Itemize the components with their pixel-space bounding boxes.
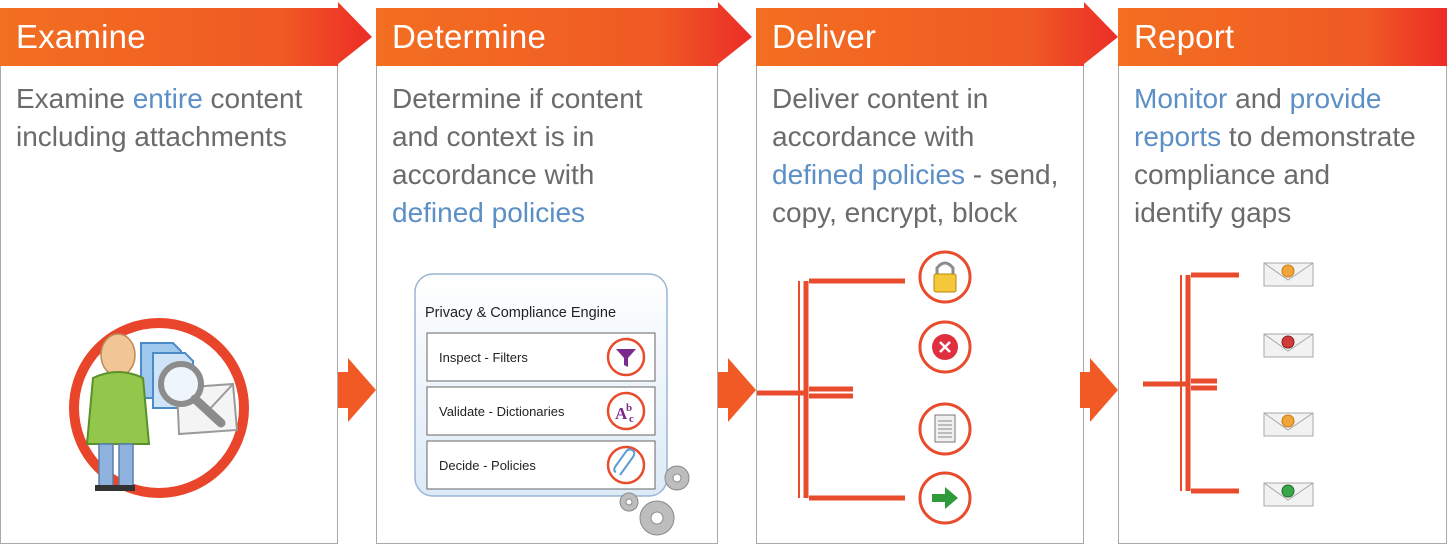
funnel-icon [606, 337, 646, 377]
flow-arrow-icon [1080, 358, 1118, 422]
description-text: Examine [16, 83, 133, 114]
description-text: - send, copy, encrypt, block [772, 159, 1059, 228]
header-report: Report [1134, 18, 1235, 55]
svg-text:c: c [629, 413, 634, 425]
header-determine: Determine [392, 18, 547, 55]
description-text: Determine if content and context is in a… [392, 83, 643, 190]
deliver-tree [757, 250, 972, 525]
gear-icon [619, 465, 690, 536]
description-text: Deliver content in accordance with [772, 83, 989, 152]
block-x-icon [918, 320, 972, 374]
person-icon [85, 333, 151, 491]
description-examine: Examine entire content including attachm… [16, 80, 306, 156]
header-examine: Examine [16, 18, 146, 55]
description-deliver: Deliver content in accordance with defin… [772, 80, 1062, 232]
envelope-ok-icon [1263, 482, 1314, 507]
magnifier-icon [158, 361, 226, 428]
report-tree [1143, 262, 1314, 507]
focus-ring [69, 318, 249, 498]
engine-title: Privacy & Compliance Engine [425, 305, 616, 321]
engine-diagram: Privacy & Compliance Engine Inspect - Fi… [414, 273, 690, 536]
header-bar [0, 2, 1447, 66]
envelope-warning-icon [1263, 262, 1314, 287]
svg-text:b: b [626, 402, 632, 414]
send-arrow-icon [918, 471, 972, 525]
description-report: Monitor and provide reports to demonstra… [1134, 80, 1424, 232]
document-copy-icon [918, 402, 972, 456]
highlight-text: entire [132, 83, 203, 114]
description-text: content including attachments [16, 83, 303, 152]
engine-row-label: Validate - Dictionaries [439, 404, 565, 419]
highlight-text: provide reports [1134, 83, 1382, 152]
paperclip-icon [606, 445, 646, 485]
header-deliver: Deliver [772, 18, 877, 55]
panel-examine: Examine entire content including attachm… [0, 66, 338, 544]
flow-arrow-icon [338, 358, 376, 422]
envelope-warning-icon [1263, 412, 1314, 437]
panel-determine: Determine if content and context is in a… [376, 66, 718, 544]
description-text: to demonstrate compliance and identify g… [1134, 121, 1416, 228]
flow-arrow-icon [718, 358, 756, 422]
highlight-text: defined policies [772, 159, 966, 190]
examine-illustration [69, 318, 249, 498]
svg-text:A: A [615, 404, 628, 423]
padlock-icon [918, 250, 972, 304]
panel-deliver: Deliver content in accordance with defin… [756, 66, 1084, 544]
abc-spellcheck-icon: A b c [606, 391, 646, 431]
envelope-error-icon [1263, 333, 1314, 358]
description-determine: Determine if content and context is in a… [392, 80, 682, 232]
engine-row-label: Inspect - Filters [439, 350, 528, 365]
highlight-text: Monitor [1134, 83, 1228, 114]
engine-row-label: Decide - Policies [439, 458, 536, 473]
description-text: and [1227, 83, 1290, 114]
highlight-text: defined policies [392, 197, 586, 228]
panel-report: Monitor and provide reports to demonstra… [1118, 66, 1447, 544]
